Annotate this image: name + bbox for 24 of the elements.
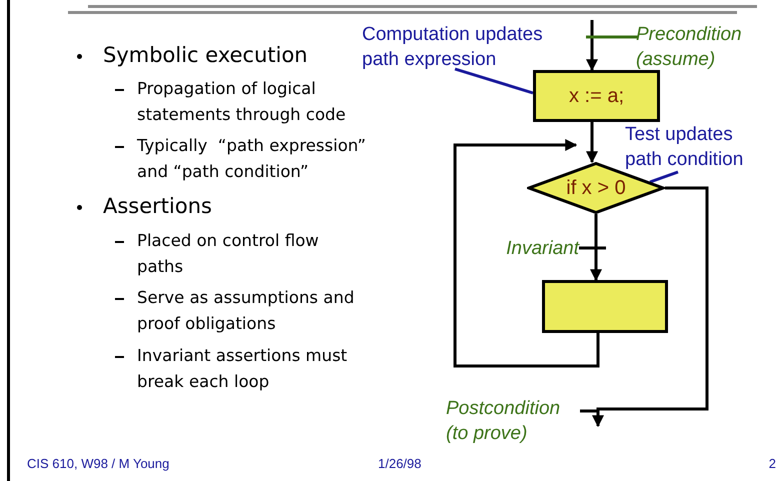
process-box: x := a; bbox=[533, 70, 660, 122]
footer-text: 1/26/98 bbox=[378, 455, 422, 473]
sub-bullet-text: Propagation of logical statements through code bbox=[137, 78, 347, 126]
sub-bullet-text: Typically “path expression” and “path condition” bbox=[137, 135, 367, 183]
footer-text: 2 bbox=[768, 455, 776, 473]
sub-bullet-text: Placed on control flow paths bbox=[137, 230, 320, 278]
process-box bbox=[542, 280, 668, 333]
sub-bullet-text: Invariant assertions must break each loop bbox=[137, 345, 348, 393]
leader-line bbox=[650, 170, 678, 184]
leader-line bbox=[579, 246, 606, 250]
arrow bbox=[586, 122, 598, 164]
arrow bbox=[454, 139, 600, 368]
arrow bbox=[592, 186, 708, 428]
arrow bbox=[590, 214, 602, 282]
leader-line bbox=[586, 36, 638, 38]
leader-line bbox=[454, 68, 534, 94]
assertion-text: Postcondition (to prove) bbox=[446, 396, 568, 450]
footer-text: CIS 610, W98 / M Young bbox=[27, 455, 170, 473]
assertion-text: Invariant bbox=[480, 236, 579, 262]
leader-line bbox=[580, 410, 598, 412]
arrow bbox=[586, 20, 598, 72]
bullet-text: Symbolic execution bbox=[103, 42, 309, 69]
sub-bullet-text: Serve as assumptions and proof obligations bbox=[137, 287, 356, 335]
bullet-text: Assertions bbox=[103, 193, 213, 220]
